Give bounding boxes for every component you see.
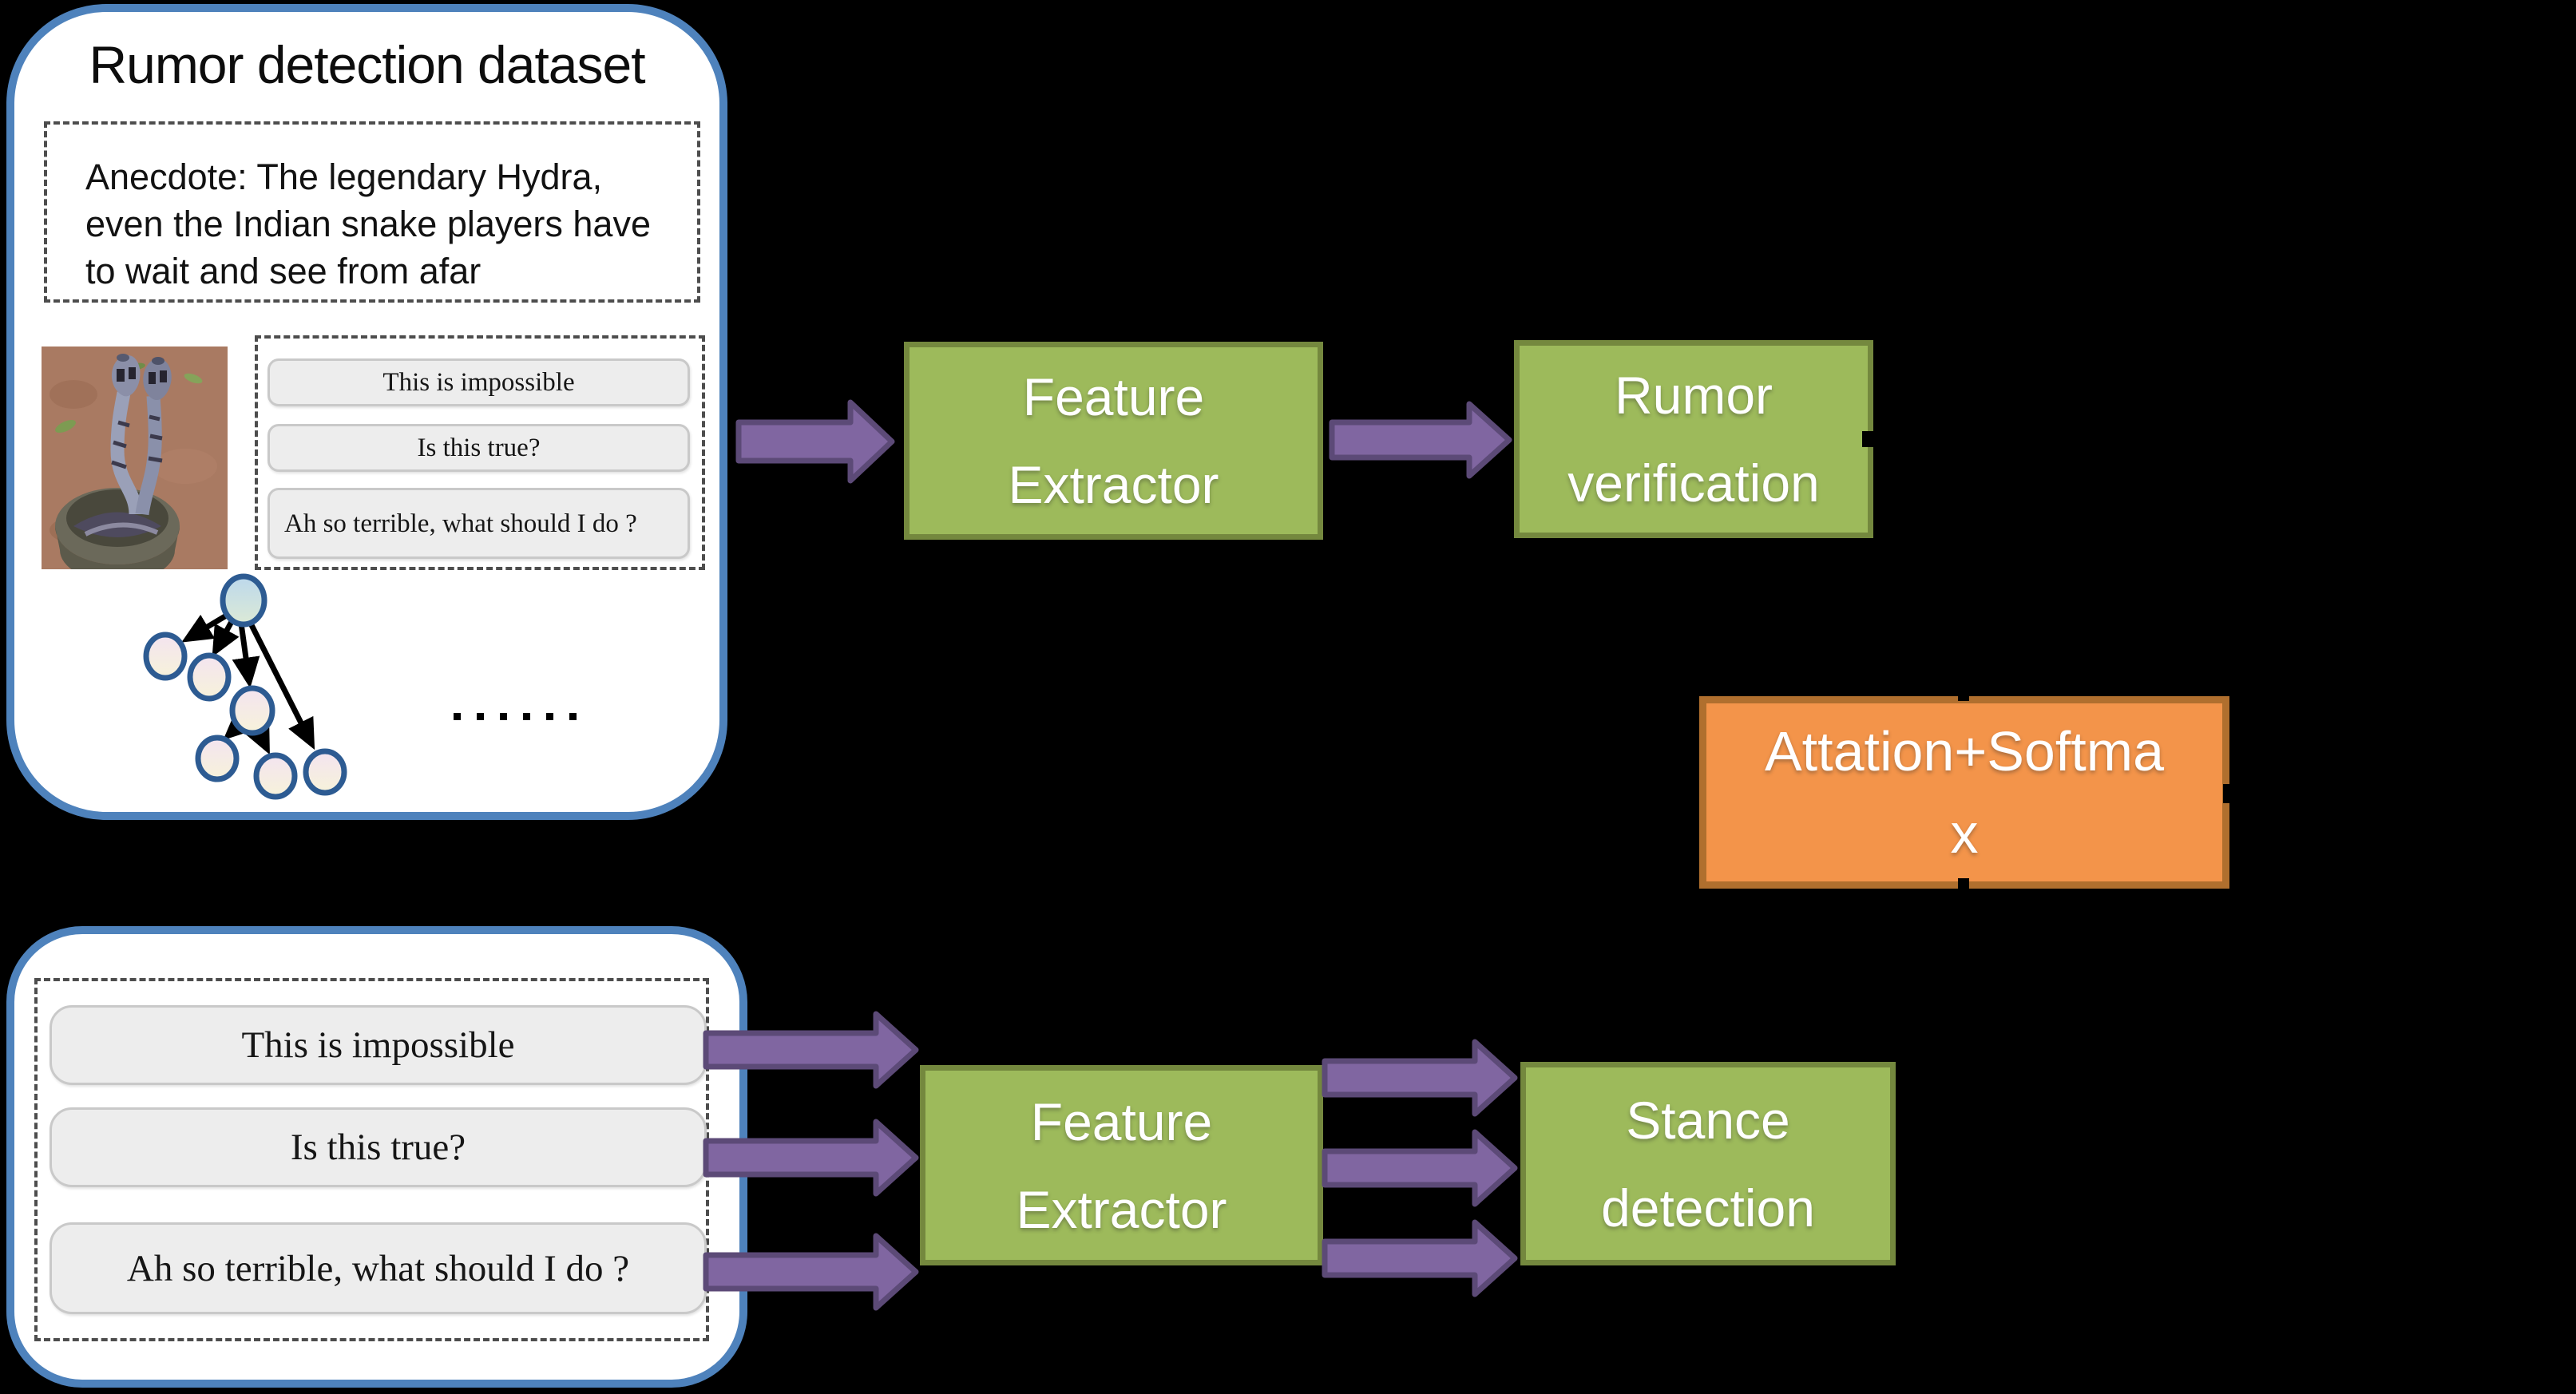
flow-arrow-dataset-to-fe (735, 399, 895, 484)
tree-edge (246, 619, 315, 750)
post-chip: Ah so terrible, what should I do ? (50, 1222, 707, 1314)
replies-box: This is impossible Is this true? Ah so t… (255, 335, 705, 570)
tree-node (303, 748, 347, 796)
ellipsis-dot (500, 713, 507, 720)
flow-arrow-fe-to-rumor (1329, 401, 1512, 479)
reply-chip: Ah so terrible, what should I do ? (268, 488, 690, 559)
anecdote-text: Anecdote: The legendary Hydra, even the … (85, 153, 651, 295)
connector-stub (1958, 878, 1969, 889)
box-label-line: Stance (1626, 1090, 1790, 1150)
box-label-line: Extractor (1008, 455, 1219, 514)
tree-node (143, 632, 188, 681)
tree-node (195, 735, 240, 782)
box-label-line: Feature (1030, 1091, 1213, 1151)
post-chip: This is impossible (50, 1005, 707, 1085)
anecdote-line: even the Indian snake players have (85, 204, 651, 244)
tree-edge (181, 609, 233, 643)
rumor-dataset-panel: Rumor detection dataset Anecdote: The le… (6, 4, 727, 820)
ellipsis-dot (569, 713, 577, 720)
anecdote-line: to wait and see from afar (85, 251, 482, 291)
reply-chip: This is impossible (268, 358, 690, 406)
box-label-line: verification (1567, 453, 1820, 513)
connector-stub (1958, 691, 1969, 701)
tree-edge (212, 617, 240, 657)
tree-node (187, 652, 232, 702)
feature-extractor-box-bottom: Feature Extractor (920, 1065, 1323, 1265)
feature-extractor-box-top: Feature Extractor (904, 342, 1323, 540)
flow-arrow-fe-to-stance-2 (1322, 1129, 1518, 1207)
tree-node-root (220, 573, 268, 628)
posts-panel: This is impossible Is this true? Ah so t… (6, 926, 747, 1388)
snake-photo (42, 347, 228, 569)
anecdote-line: Anecdote: The legendary Hydra, (85, 156, 603, 197)
ellipsis-dot (454, 713, 461, 720)
flow-arrow-fe-to-stance-3 (1322, 1219, 1518, 1297)
box-label-line: x (1950, 802, 1979, 865)
ellipsis-dot (523, 713, 530, 720)
dataset-panel-title: Rumor detection dataset (89, 35, 645, 94)
tree-nodes (143, 573, 347, 800)
tree-node (253, 752, 298, 800)
attention-softmax-box: Attation+Softma x (1699, 696, 2229, 889)
connector-stub (2223, 784, 2236, 803)
flow-arrow-fe-to-stance-1 (1322, 1039, 1518, 1117)
posts-box: This is impossible Is this true? Ah so t… (34, 978, 709, 1341)
anecdote-box: Anecdote: The legendary Hydra, even the … (44, 121, 700, 303)
tree-edge (232, 623, 260, 689)
stance-detection-box: Stance detection (1520, 1062, 1896, 1265)
box-label-line: Attation+Softma (1764, 719, 2164, 782)
tree-node (229, 685, 275, 736)
reply-chip: Is this true? (268, 424, 690, 472)
propagation-tree (143, 573, 347, 800)
box-label-line: Feature (1022, 367, 1205, 426)
ellipsis-dots (454, 713, 577, 720)
box-label-line: Extractor (1016, 1179, 1227, 1239)
connector-stub (1862, 431, 1875, 447)
post-chip: Is this true? (50, 1107, 707, 1187)
tree-edges (181, 609, 315, 755)
box-label-line: Rumor (1614, 366, 1773, 425)
ellipsis-dot (477, 713, 484, 720)
rumor-verification-box: Rumor verification (1514, 340, 1873, 538)
box-label-line: detection (1601, 1178, 1815, 1238)
ellipsis-dot (546, 713, 553, 720)
